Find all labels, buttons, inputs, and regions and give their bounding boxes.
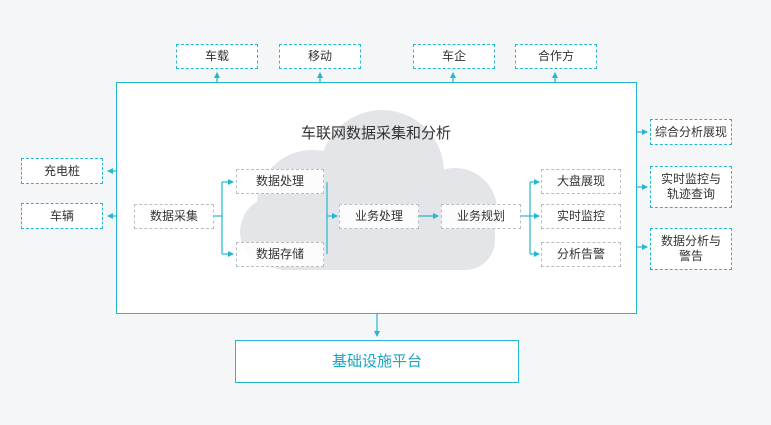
node-comprehensive-analysis-label: 综合分析展现 xyxy=(654,124,727,139)
node-charging-pile: 充电桩 xyxy=(21,158,103,184)
node-business-process: 业务处理 xyxy=(339,204,419,229)
node-realtime-monitor: 实时监控 xyxy=(541,204,621,229)
node-analysis-alert: 分析告警 xyxy=(541,242,621,267)
node-business-plan: 业务规划 xyxy=(441,204,521,229)
node-automaker: 车企 xyxy=(413,44,495,69)
node-partner: 合作方 xyxy=(515,44,597,69)
base-platform: 基础设施平台 xyxy=(235,340,519,383)
node-car-mounted: 车载 xyxy=(176,44,258,69)
node-realtime-track-line1: 实时监控与 xyxy=(660,172,721,186)
node-data-analysis-line1: 数据分析与 xyxy=(660,234,721,248)
node-dashboard: 大盘展现 xyxy=(541,169,621,194)
node-data-store: 数据存储 xyxy=(236,242,324,267)
node-data-analysis-warning: 数据分析与 警告 xyxy=(650,228,732,270)
node-vehicle: 车辆 xyxy=(21,203,103,229)
node-realtime-track: 实时监控与 轨迹查询 xyxy=(650,166,732,208)
node-mobile: 移动 xyxy=(279,44,361,69)
node-realtime-track-line2: 轨迹查询 xyxy=(666,187,715,201)
node-data-collect: 数据采集 xyxy=(134,204,214,229)
diagram-title: 车联网数据采集和分析 xyxy=(300,124,451,142)
node-data-process: 数据处理 xyxy=(236,169,324,194)
node-comprehensive-analysis: 综合分析展现 xyxy=(650,119,732,145)
node-data-analysis-line2: 警告 xyxy=(678,249,703,263)
